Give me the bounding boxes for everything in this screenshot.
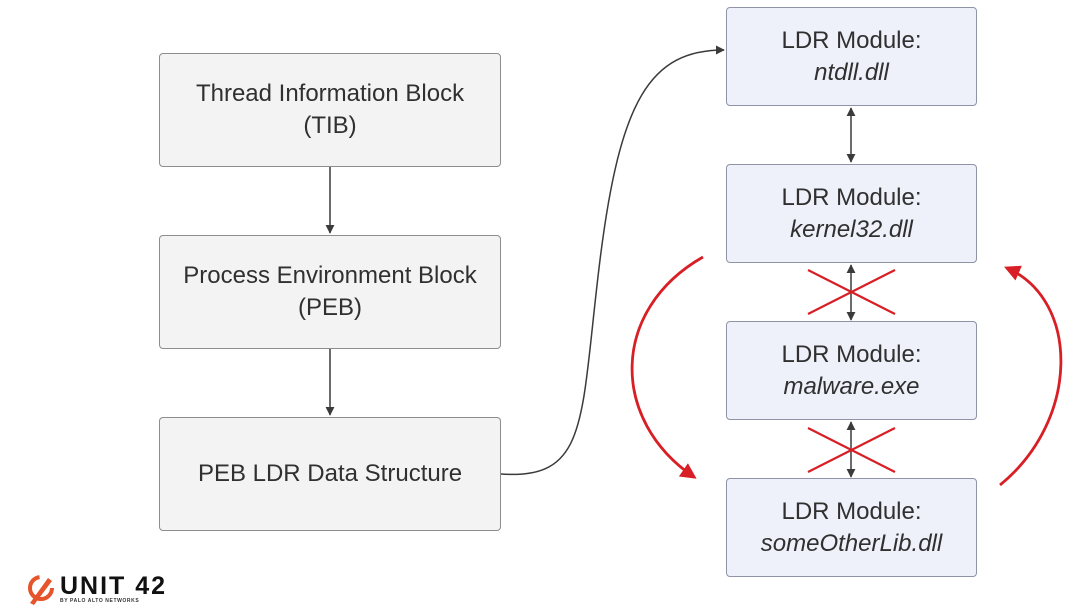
bypass-backward-curve bbox=[999, 265, 1063, 487]
unlink-x-mark-upper bbox=[807, 269, 896, 315]
module-box-ntdll: LDR Module: ntdll.dll bbox=[726, 7, 977, 106]
module-box-kernel32: LDR Module: kernel32.dll bbox=[726, 164, 977, 263]
peb-abbrev: (PEB) bbox=[297, 294, 362, 321]
logo-tagline: BY PALO ALTO NETWORKS bbox=[60, 598, 140, 604]
module-label: LDR Module: bbox=[781, 26, 922, 54]
unit42-mark-icon bbox=[28, 575, 54, 605]
bypass-forward-curve bbox=[630, 255, 704, 479]
module-name: malware.exe bbox=[783, 372, 920, 400]
peb-ldr-box: PEB LDR Data Structure bbox=[159, 417, 501, 531]
unlink-x-mark-lower bbox=[807, 427, 896, 473]
peb-title: Process Environment Block bbox=[183, 262, 477, 289]
module-box-someotherlib: LDR Module: someOtherLib.dll bbox=[726, 478, 977, 577]
peb-box: Process Environment Block (PEB) bbox=[159, 235, 501, 349]
peb-ldr-title: PEB LDR Data Structure bbox=[197, 460, 463, 487]
tib-abbrev: (TIB) bbox=[303, 112, 357, 139]
tib-box: Thread Information Block (TIB) bbox=[159, 53, 501, 167]
ldr-to-ntdll-curve bbox=[500, 45, 725, 476]
unit42-logo: UNIT 42 BY PALO ALTO NETWORKS bbox=[26, 570, 196, 608]
module-label: LDR Module: bbox=[781, 183, 922, 211]
logo-wordmark: UNIT 42 bbox=[60, 572, 168, 600]
module-name: ntdll.dll bbox=[814, 58, 889, 86]
tib-title: Thread Information Block bbox=[195, 80, 465, 107]
module-label: LDR Module: bbox=[781, 497, 922, 525]
module-label: LDR Module: bbox=[781, 340, 922, 368]
module-name: kernel32.dll bbox=[790, 215, 913, 243]
module-box-malware: LDR Module: malware.exe bbox=[726, 321, 977, 420]
module-name: someOtherLib.dll bbox=[760, 529, 943, 557]
